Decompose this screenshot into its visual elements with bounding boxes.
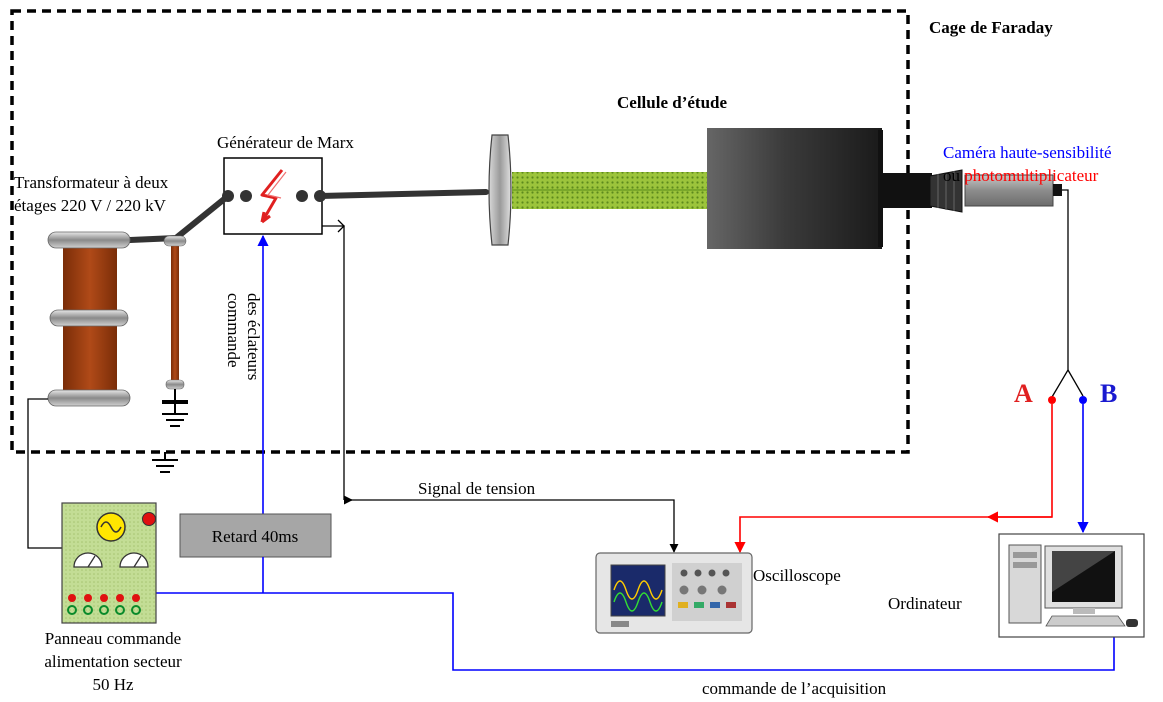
- switch-contact-b: [1079, 396, 1087, 404]
- faraday-cage: [10, 9, 910, 454]
- delay-box: [179, 513, 332, 558]
- oscilloscope-label: Oscilloscope: [753, 566, 841, 585]
- transformer-label-line1: Transformateur à deux: [14, 173, 169, 192]
- camera-label-line2: ou photomultiplicateur: [943, 166, 1099, 185]
- transformer-bottom-plate: [47, 389, 131, 407]
- transformer-top-plate: [47, 231, 131, 249]
- hv-rod: [171, 244, 179, 384]
- camera-output-cable: [1051, 189, 1069, 398]
- acquisition-label: commande de l’acquisition: [702, 679, 887, 698]
- transformer-mid-plate: [49, 309, 129, 327]
- spark-gap-icon: [260, 169, 284, 224]
- delay-label: Retard 40ms: [212, 527, 298, 546]
- power-indicator-icon: [142, 512, 156, 526]
- hv-rod-bottom-cap: [165, 379, 185, 390]
- computer: [998, 533, 1145, 638]
- marx-terminal-right-1: [296, 190, 308, 202]
- marx-label: Générateur de Marx: [217, 133, 354, 152]
- spark-command-label-line1: commande: [224, 293, 243, 368]
- cage-label: Cage de Faraday: [929, 18, 1053, 37]
- marx-terminal-left-2: [240, 190, 252, 202]
- panel-label-line2: alimentation secteur: [44, 652, 182, 671]
- camera-body: [964, 174, 1054, 207]
- acquisition-command-line: [155, 592, 1115, 671]
- camera-connector: [1053, 184, 1062, 196]
- signal-line-a: [734, 404, 1053, 554]
- cell-label: Cellule d’étude: [617, 93, 727, 112]
- oscilloscope: [595, 552, 753, 634]
- spark-command-label-line2: des éclateurs: [244, 293, 263, 380]
- switch-label-b: B: [1100, 379, 1117, 408]
- voltage-signal-line: [322, 225, 345, 500]
- computer-label: Ordinateur: [888, 594, 962, 613]
- hv-cable-output: [317, 189, 489, 199]
- control-panel: [61, 502, 157, 624]
- camera-label-line1: Caméra haute-sensibilité: [943, 143, 1112, 162]
- cage-ground-icon: [152, 452, 178, 473]
- ground-icon: [162, 389, 188, 427]
- switch-label-a: A: [1014, 379, 1033, 408]
- panel-label-line1: Panneau commande: [45, 629, 181, 648]
- cell-window: [880, 173, 932, 208]
- mains-power-line: [27, 398, 65, 549]
- voltage-signal-label: Signal de tension: [418, 479, 536, 498]
- panel-label-line3: 50 Hz: [92, 675, 134, 694]
- cell-body: [707, 128, 882, 249]
- hv-rod-top-cap: [163, 235, 187, 247]
- transformer-label-line2: étages 220 V / 220 kV: [14, 196, 167, 215]
- switch-contact-a: [1048, 396, 1056, 404]
- cell-electrode-flange: [488, 134, 512, 246]
